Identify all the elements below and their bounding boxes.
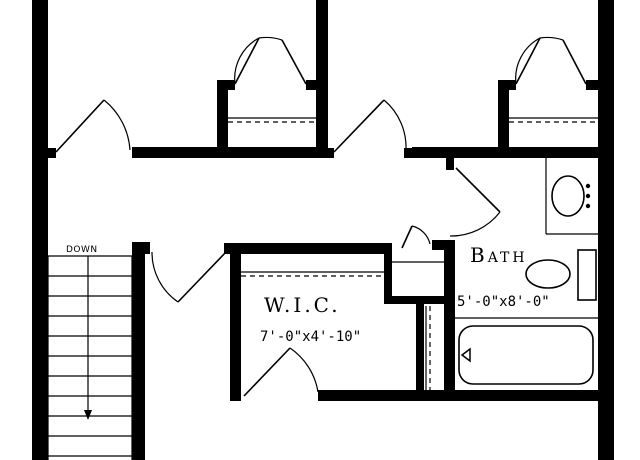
door-jamb — [326, 148, 334, 158]
left-exterior-wall — [32, 0, 48, 460]
upper-walls — [48, 0, 600, 158]
door-closet-left — [234, 36, 307, 85]
bedroom-left-south-wall — [132, 147, 328, 158]
faucet-knob — [585, 203, 591, 209]
stair-arrow — [84, 256, 92, 420]
wic-walls — [224, 243, 424, 401]
door-jamb — [48, 148, 56, 158]
door-hall — [151, 251, 227, 303]
door-bedroom-right — [333, 99, 407, 153]
stair-direction-label: DOWN — [66, 245, 98, 255]
upper-partition-wall — [316, 0, 328, 158]
bathtub — [458, 325, 594, 385]
hall-walls — [132, 242, 150, 460]
door-wic — [243, 347, 319, 397]
door-closet-right — [515, 36, 587, 85]
door-bedroom-left — [55, 99, 131, 153]
bath-west-wall — [444, 240, 455, 392]
door-jamb — [404, 148, 414, 158]
faucet-knob — [585, 183, 591, 189]
bath-room-name: Bath — [470, 243, 528, 267]
stair-wall-cap — [132, 242, 150, 254]
wic-room-dimensions: 7'-0"x4'-10" — [260, 329, 361, 345]
bath-wall-stub — [432, 240, 452, 250]
bath-room-dimensions: 5'-0"x8'-0" — [457, 294, 550, 310]
bathroom-walls — [328, 158, 598, 401]
closet-left-header — [217, 80, 235, 90]
wic-north-wall — [224, 243, 392, 254]
linen-closet — [384, 225, 446, 304]
staircase — [47, 255, 133, 460]
door-bathroom — [449, 167, 501, 237]
right-exterior-wall — [598, 0, 614, 460]
wic-west-wall — [230, 243, 241, 401]
wic-east-wall — [416, 300, 424, 400]
closet-left-wall — [217, 80, 228, 158]
closet-right-header — [498, 80, 516, 90]
tub-drain — [460, 347, 471, 363]
toilet-bowl — [525, 259, 571, 289]
sink — [551, 175, 585, 217]
exterior-walls — [32, 0, 614, 460]
closet-left-header-right — [306, 80, 320, 90]
stair-east-wall — [132, 242, 145, 460]
wic-room-name: W.I.C. — [264, 293, 341, 317]
wic-door-jamb — [318, 390, 330, 401]
bath-south-wall — [328, 390, 598, 401]
closet-right-header-right — [586, 80, 600, 90]
faucet-knob — [585, 193, 591, 199]
bath-door-jamb — [446, 158, 454, 170]
toilet-tank — [577, 249, 597, 301]
closet-right-wall — [498, 80, 509, 158]
